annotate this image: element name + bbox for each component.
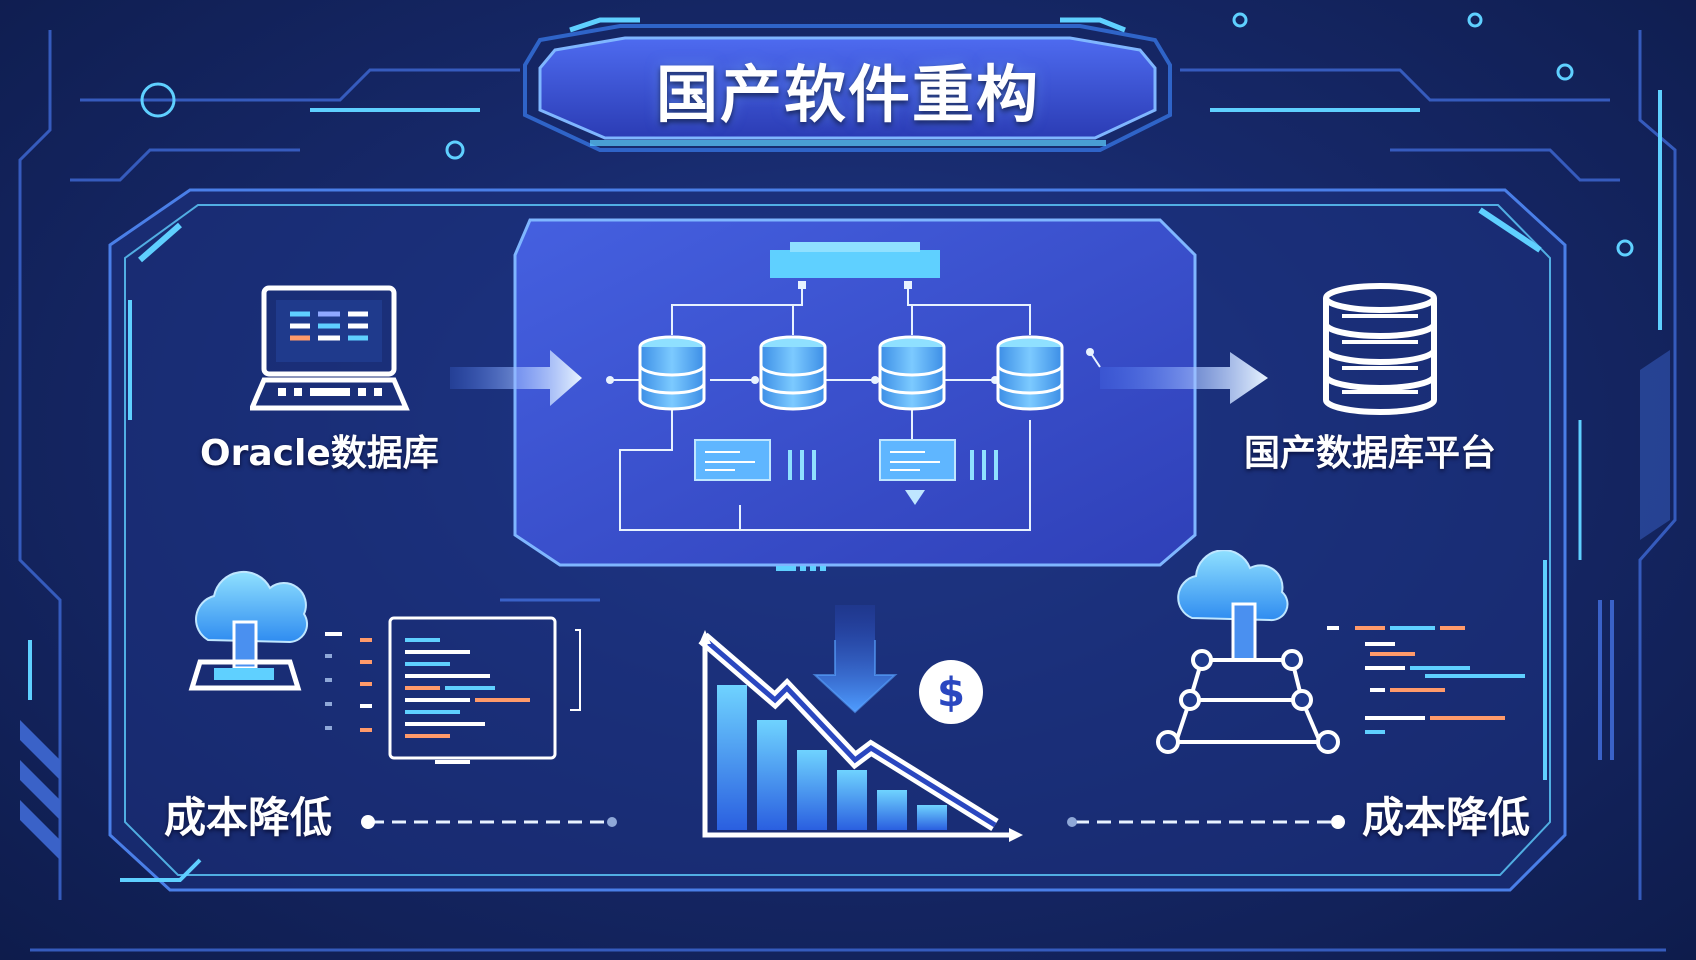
laptop-icon — [250, 285, 410, 411]
dashed-connectors — [361, 815, 1345, 829]
source-label: Oracle数据库 — [200, 433, 439, 474]
database-cylinder-icon — [638, 335, 706, 411]
code-lines-icon — [1327, 626, 1525, 734]
cost-decrease-chart-icon — [698, 630, 1023, 842]
process-doc-boxes — [694, 439, 998, 505]
process-panel — [513, 218, 1197, 571]
page-title: 国产软件重构 — [655, 58, 1040, 131]
database-cylinder-icon — [878, 335, 946, 411]
outer-circuit-lines — [18, 30, 1677, 952]
currency-symbol: $ — [937, 670, 965, 716]
target-label: 国产数据库平台 — [1244, 433, 1497, 474]
dollar-coin-icon: $ — [919, 660, 983, 724]
cloud-network-icon — [1156, 550, 1340, 754]
right-stripes — [1578, 420, 1614, 760]
database-cylinder-icon — [759, 335, 827, 411]
cost-reduction-label-left: 成本降低 — [164, 793, 333, 842]
code-window-icon — [325, 598, 600, 764]
database-stack-icon — [1323, 283, 1437, 415]
circuit-nodes — [140, 12, 1634, 257]
flow-arrows — [450, 348, 1268, 714]
corner-hatching — [20, 350, 1670, 860]
cost-reduction-label-right: 成本降低 — [1362, 793, 1531, 842]
cloud-upload-icon — [188, 570, 309, 691]
process-database-cylinders — [638, 335, 1064, 411]
process-header-bar — [770, 250, 940, 278]
title-plate — [523, 17, 1172, 152]
database-cylinder-icon — [996, 335, 1064, 411]
glow-accent-lines — [28, 90, 1662, 700]
